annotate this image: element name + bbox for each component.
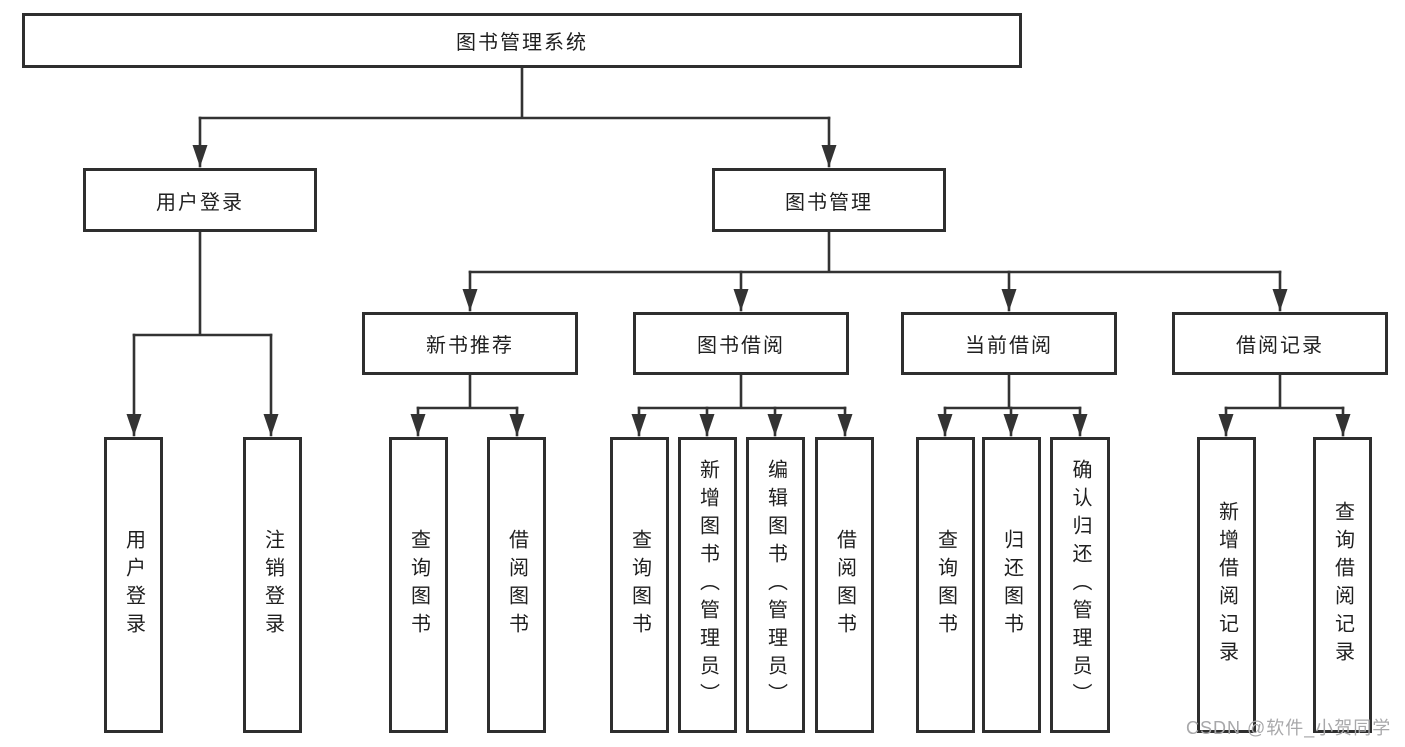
leaf-bb-add-book-admin-label: 新增图书（管理员） (696, 459, 719, 711)
node-book-management-label: 图书管理 (785, 191, 873, 214)
node-root-label: 图书管理系统 (456, 32, 588, 54)
node-current-borrow: 当前借阅 (901, 312, 1117, 375)
leaf-br-query-record: 查询借阅记录 (1313, 437, 1372, 733)
node-user-login-label: 用户登录 (156, 191, 244, 214)
leaf-user-login-label: 用户登录 (122, 529, 145, 641)
node-new-book-recommend-label: 新书推荐 (426, 335, 514, 357)
leaf-nb-query-book-label: 查询图书 (407, 529, 430, 641)
leaf-nb-borrow-book-label: 借阅图书 (505, 529, 528, 641)
node-current-borrow-label: 当前借阅 (965, 335, 1053, 357)
leaf-user-login: 用户登录 (104, 437, 163, 733)
node-root: 图书管理系统 (22, 13, 1022, 68)
node-borrow-records-label: 借阅记录 (1236, 335, 1324, 357)
edge-user-login-split (132, 230, 273, 337)
leaf-bb-borrow-book: 借阅图书 (815, 437, 874, 733)
leaf-bb-edit-book-admin: 编辑图书（管理员） (746, 437, 805, 733)
leaf-cb-query-book-label: 查询图书 (934, 529, 957, 641)
leaf-bb-borrow-book-label: 借阅图书 (833, 529, 856, 641)
leaf-br-add-record-label: 新增借阅记录 (1215, 501, 1238, 669)
leaf-bb-query-book-label: 查询图书 (628, 529, 651, 641)
node-book-management: 图书管理 (712, 168, 946, 232)
edge-borrow-records-split (1224, 373, 1345, 410)
edge-new-book-split (416, 373, 519, 410)
edge-book-borrow-split (637, 373, 847, 410)
watermark: CSDN @软件_小贺同学 (1186, 718, 1392, 738)
node-user-login: 用户登录 (83, 168, 317, 232)
node-borrow-records: 借阅记录 (1172, 312, 1388, 375)
leaf-nb-query-book: 查询图书 (389, 437, 448, 733)
leaf-br-query-record-label: 查询借阅记录 (1331, 501, 1354, 669)
leaf-bb-query-book: 查询图书 (610, 437, 669, 733)
leaf-logout: 注销登录 (243, 437, 302, 733)
leaf-bb-add-book-admin: 新增图书（管理员） (678, 437, 737, 733)
leaf-logout-label: 注销登录 (261, 529, 284, 641)
node-book-borrow: 图书借阅 (633, 312, 849, 375)
node-book-borrow-label: 图书借阅 (697, 335, 785, 357)
leaf-cb-confirm-return-admin: 确认归还（管理员） (1050, 437, 1110, 733)
edge-book-management-split (468, 230, 1282, 274)
leaf-cb-return-book-label: 归还图书 (1000, 529, 1023, 641)
leaf-br-add-record: 新增借阅记录 (1197, 437, 1256, 733)
leaf-nb-borrow-book: 借阅图书 (487, 437, 546, 733)
node-new-book-recommend: 新书推荐 (362, 312, 578, 375)
edge-current-borrow-split (943, 373, 1082, 410)
leaf-cb-confirm-return-admin-label: 确认归还（管理员） (1069, 459, 1091, 711)
leaf-cb-return-book: 归还图书 (982, 437, 1041, 733)
edge-root-split (198, 66, 831, 120)
leaf-bb-edit-book-admin-label: 编辑图书（管理员） (764, 459, 787, 711)
leaf-cb-query-book: 查询图书 (916, 437, 975, 733)
